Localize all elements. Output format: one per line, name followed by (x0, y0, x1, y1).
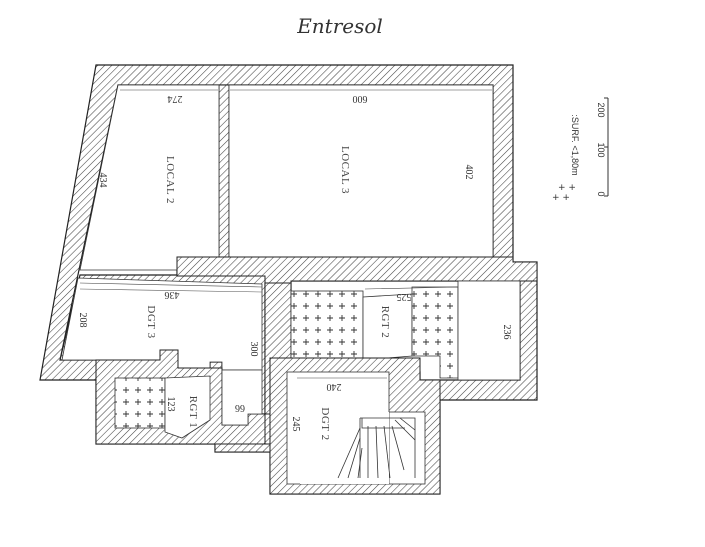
dim-434: 434 (97, 173, 108, 188)
room-66 (221, 369, 263, 426)
wall-local2-local3 (218, 84, 230, 258)
room-stairs (388, 411, 426, 485)
dim-236: 236 (501, 325, 512, 340)
label-rgt2: RGT 2 (379, 306, 391, 339)
plan-title: Entresol (296, 14, 383, 38)
dim-240: 240 (327, 381, 342, 392)
dim-123: 123 (165, 397, 176, 412)
label-dgt2: DGT 2 (319, 407, 331, 440)
svg-text:+ +: + + (552, 193, 570, 203)
dim-208: 208 (77, 313, 88, 328)
scale-label-200: 200 (596, 102, 606, 117)
dim-245: 245 (290, 417, 301, 432)
dim-274: 274 (168, 93, 183, 104)
room-rgt1 (164, 375, 211, 439)
rgt2-left-crosses (290, 290, 364, 362)
label-local2: LOCAL 2 (164, 156, 176, 204)
dim-66: 66 (235, 402, 245, 413)
room-rgt1-crosses (114, 377, 166, 429)
scale-label-100: 100 (596, 142, 606, 157)
staircase (337, 417, 416, 479)
label-dgt3: DGT 3 (145, 305, 157, 338)
room-local3 (228, 84, 494, 258)
label-local3: LOCAL 3 (339, 146, 351, 194)
dim-300: 300 (248, 342, 259, 357)
label-rgt1: RGT 1 (187, 396, 199, 429)
scale-label-0: 0 (596, 191, 606, 196)
svg-text:+ +: + + (558, 183, 576, 193)
dim-402: 402 (463, 165, 474, 180)
dim-525: 525 (397, 291, 412, 302)
middle-walls (176, 256, 538, 284)
dim-436: 436 (165, 289, 180, 300)
dim-600: 600 (353, 93, 368, 104)
room-236 (457, 280, 521, 381)
legend-surf-label: :SURF. <1,80m (570, 114, 580, 175)
legend: + + + + :SURF. <1,80m 200 100 0 (552, 97, 609, 203)
